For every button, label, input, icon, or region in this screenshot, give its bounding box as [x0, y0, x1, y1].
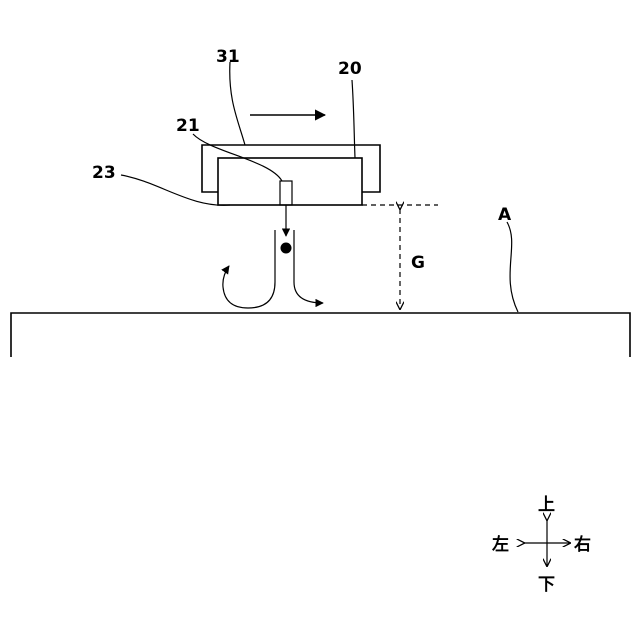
leader-lines: [121, 62, 518, 312]
direction-up: 上: [538, 495, 555, 515]
label-23: 23: [92, 163, 116, 183]
direction-compass: 上 下 左 右: [492, 495, 591, 595]
nozzle-21: [280, 181, 292, 205]
airflow: [223, 230, 323, 308]
label-a: A: [498, 205, 512, 225]
droplet: [281, 243, 292, 254]
direction-down: 下: [538, 575, 555, 595]
label-g: G: [411, 253, 425, 273]
direction-right: 右: [574, 534, 591, 555]
gap-indicator: [362, 205, 438, 309]
label-21: 21: [176, 116, 200, 136]
direction-left: 左: [492, 534, 509, 555]
label-31: 31: [216, 47, 240, 67]
target-surface: [11, 313, 630, 357]
label-20: 20: [338, 59, 362, 79]
